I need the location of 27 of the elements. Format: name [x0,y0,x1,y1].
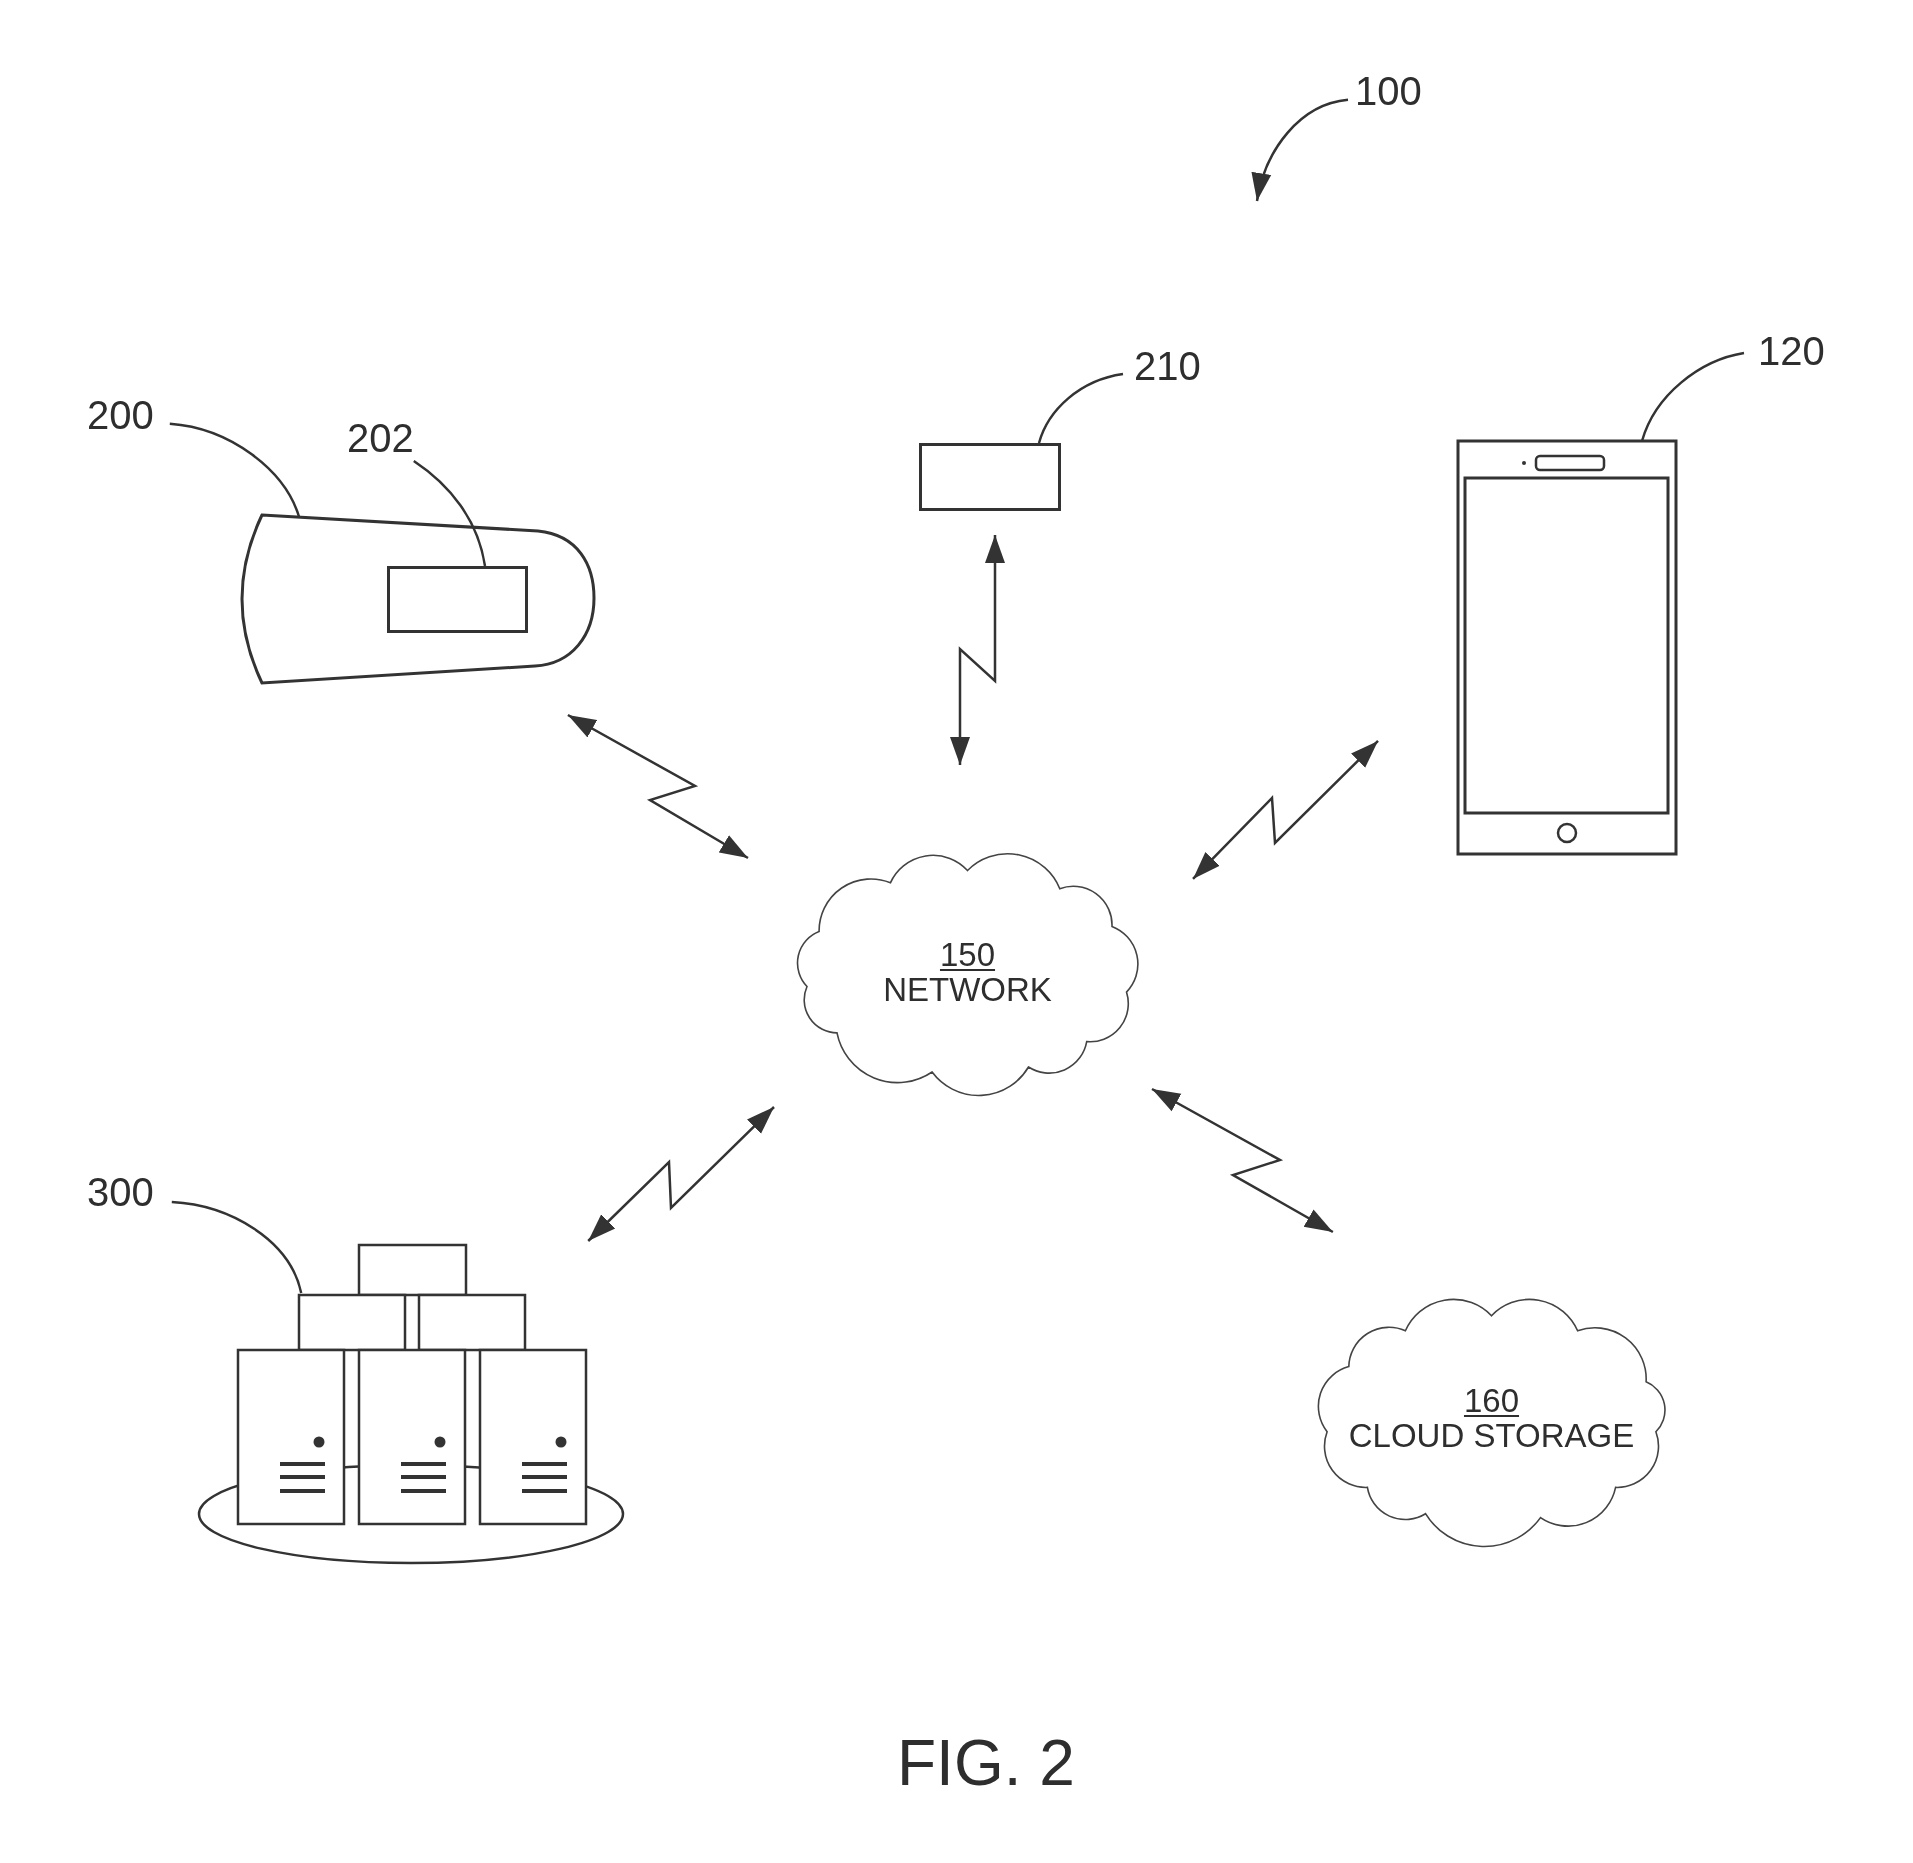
leader-line [169,422,301,518]
reference-numeral: 300 [87,1172,154,1212]
reference-numeral: 202 [347,418,414,458]
reference-numeral: 150 [939,937,996,973]
cloud-label: NETWORK [883,972,1052,1008]
component-box [387,566,528,633]
device-drawing [240,513,596,686]
lightning-arrow [567,713,749,860]
reference-numeral: 100 [1355,71,1422,111]
reference-numeral: 210 [1134,346,1201,386]
reference-numeral: 160 [1463,1384,1520,1419]
leader-line [1640,351,1745,442]
figure-caption: FIG. 2 [897,1731,1075,1795]
leader-arrow [1252,98,1349,202]
component-box [919,443,1061,511]
leader-line [171,1200,303,1294]
smartphone-drawing [1456,439,1678,856]
server-cluster-drawing [196,1242,627,1566]
lightning-arrow [587,1106,775,1242]
reference-numeral: 200 [87,395,154,435]
cloud-label: CLOUD STORAGE [1348,1419,1635,1454]
leader-line [1037,372,1124,444]
reference-numeral: 120 [1758,331,1825,371]
lightning-arrow [1192,740,1379,880]
lightning-arrow [1151,1087,1334,1234]
leader-line [413,459,487,567]
lightning-arrow [950,535,1005,765]
